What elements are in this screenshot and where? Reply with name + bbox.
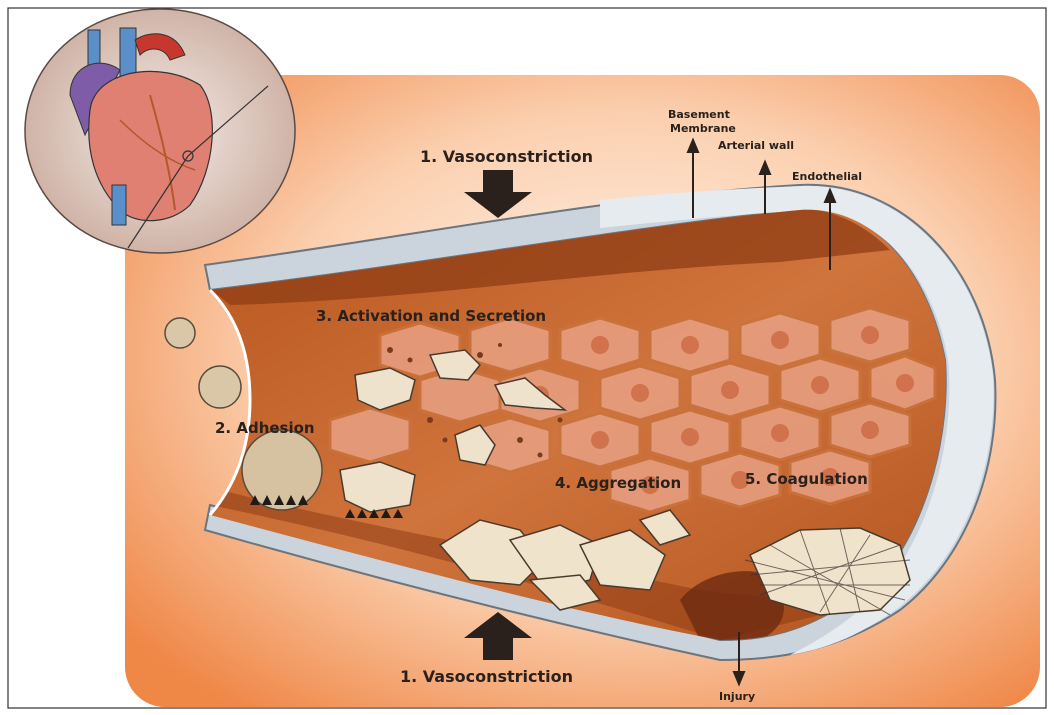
- label-endothelial: Endothelial: [792, 170, 862, 183]
- heart-inset: [25, 9, 295, 253]
- label-basement-line1: Basement: [668, 108, 730, 121]
- label-vasoconstriction-bottom: 1. Vasoconstriction: [400, 667, 573, 686]
- label-activation: 3. Activation and Secretion: [316, 307, 546, 325]
- label-adhesion: 2. Adhesion: [215, 419, 315, 437]
- label-injury: Injury: [719, 690, 755, 703]
- label-coagulation: 5. Coagulation: [745, 470, 868, 488]
- label-arterial-wall: Arterial wall: [718, 139, 794, 152]
- adhering-platelet: [242, 430, 322, 510]
- label-vasoconstriction-top: 1. Vasoconstriction: [420, 147, 593, 166]
- label-basement-line2: Membrane: [670, 122, 736, 135]
- label-aggregation: 4. Aggregation: [555, 474, 681, 492]
